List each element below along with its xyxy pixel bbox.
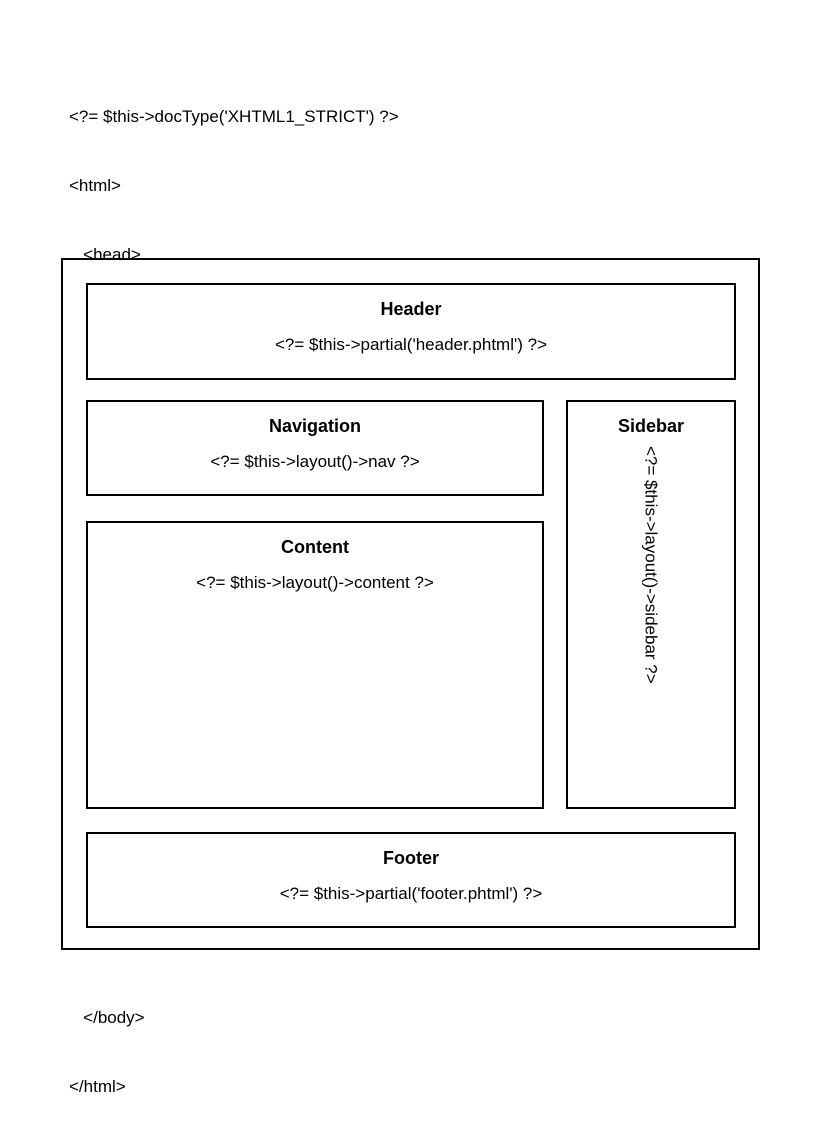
region-navigation-code: <?= $this->layout()->nav ?> bbox=[210, 452, 420, 471]
region-sidebar-title: Sidebar bbox=[617, 416, 685, 436]
region-sidebar-code: <?= $this->layout()->sidebar ?> bbox=[641, 446, 661, 684]
region-header-code: <?= $this->partial('header.phtml') ?> bbox=[274, 335, 548, 354]
region-footer-code: <?= $this->partial('footer.phtml') ?> bbox=[279, 884, 543, 903]
region-navigation: Navigation <?= $this->layout()->nav ?> bbox=[86, 400, 544, 496]
region-navigation-title: Navigation bbox=[268, 416, 361, 436]
bottom-code-block: </body> </html> bbox=[69, 960, 145, 1121]
region-footer: Footer <?= $this->partial('footer.phtml'… bbox=[86, 832, 736, 928]
code-line-doctype: <?= $this->docType('XHTML1_STRICT') ?> bbox=[69, 107, 399, 126]
region-content-title: Content bbox=[281, 537, 349, 557]
region-content-code: <?= $this->layout()->content ?> bbox=[196, 573, 434, 592]
code-line-html-close: </html> bbox=[69, 1077, 126, 1096]
region-content: Content <?= $this->layout()->content ?> bbox=[86, 521, 544, 809]
region-sidebar-code-wrap: <?= $this->layout()->sidebar ?> bbox=[568, 446, 734, 807]
code-line-html-open: <html> bbox=[69, 176, 121, 195]
code-line-body-close: </body> bbox=[69, 1008, 145, 1027]
body-frame: Header <?= $this->partial('header.phtml'… bbox=[61, 258, 760, 950]
region-sidebar: Sidebar <?= $this->layout()->sidebar ?> bbox=[566, 400, 736, 809]
region-header-title: Header bbox=[380, 299, 442, 319]
region-header: Header <?= $this->partial('header.phtml'… bbox=[86, 283, 736, 380]
region-footer-title: Footer bbox=[383, 848, 439, 868]
